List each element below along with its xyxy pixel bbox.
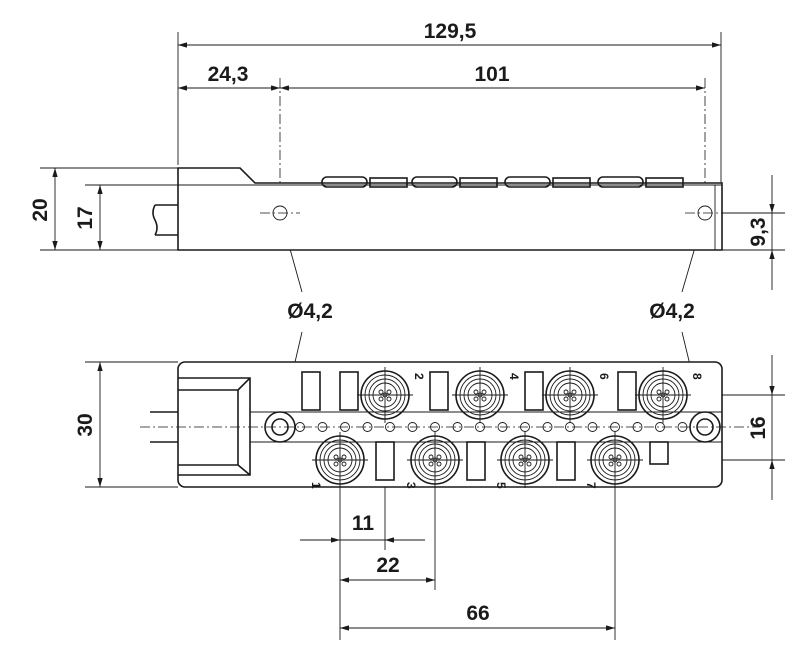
dim-hole-height: 9,3 — [747, 217, 770, 246]
port-number: 7 — [584, 482, 598, 489]
port-number: 1 — [309, 482, 323, 489]
led-icon — [542, 422, 553, 432]
front-view: 1 2 3 4 5 6 7 8 — [140, 361, 760, 489]
led-icon — [452, 422, 463, 432]
m12-connector-port-7: 7 — [584, 432, 643, 489]
dim-hole-diameter-right: Ø4,2 — [649, 300, 695, 323]
led-icon — [655, 422, 665, 432]
dim-height-body: 17 — [74, 206, 97, 229]
m12-connector-port-3: 3 — [404, 432, 463, 489]
led-icon — [317, 422, 328, 432]
led-icon — [385, 422, 395, 432]
port-number: 4 — [507, 373, 521, 380]
led-icon — [407, 422, 418, 432]
m12-connector-port-6: 6 — [542, 367, 611, 423]
port-number: 6 — [597, 373, 611, 380]
port-number: 3 — [404, 482, 418, 489]
led-icon — [677, 422, 688, 432]
led-icon — [362, 422, 373, 432]
led-icon — [610, 422, 620, 432]
dim-height-total: 20 — [29, 198, 52, 221]
dim-row-spacing: 16 — [747, 416, 770, 439]
led-icon — [497, 422, 508, 432]
led-icon — [340, 422, 350, 432]
led-icon — [520, 422, 530, 432]
dimension-lines — [52, 42, 775, 631]
m12-connector-port-2: 2 — [357, 367, 426, 423]
dim-pitch: 22 — [376, 554, 399, 577]
m12-connector-port-1: 1 — [309, 432, 368, 489]
dim-hole-spacing: 101 — [474, 63, 509, 86]
side-view — [152, 167, 723, 251]
dim-hole-diameter-left: Ø4,2 — [287, 300, 333, 323]
port-number: 2 — [412, 373, 426, 380]
led-icon — [587, 422, 598, 432]
dim-pitch-half: 11 — [352, 512, 375, 535]
dim-pitch-span: 66 — [466, 602, 489, 625]
dim-overall-length: 129,5 — [424, 20, 477, 43]
dim-hole-offset: 24,3 — [208, 63, 249, 86]
m12-connector-port-5: 5 — [494, 432, 553, 489]
led-icon — [295, 422, 305, 432]
port-number: 5 — [494, 482, 508, 489]
dim-width: 30 — [74, 413, 97, 436]
port-number: 8 — [690, 373, 704, 380]
extension-lines — [40, 32, 785, 640]
m12-connector-port-8: 8 — [635, 367, 704, 423]
led-icon — [430, 422, 440, 432]
led-icon — [632, 422, 643, 432]
m12-connector-port-4: 4 — [452, 367, 521, 423]
